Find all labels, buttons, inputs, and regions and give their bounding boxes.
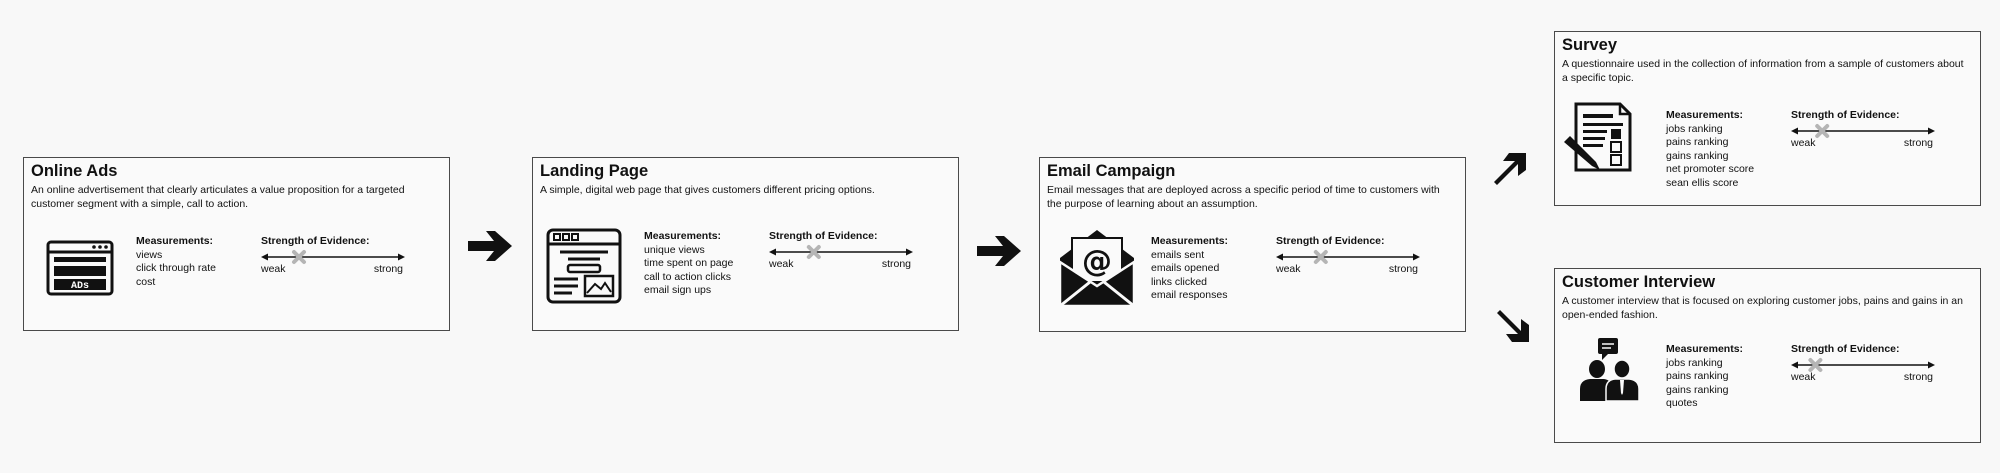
strength-scale bbox=[1791, 124, 1935, 138]
measurement-item: links clicked bbox=[1151, 275, 1208, 288]
card-online-ads: Online Ads An online advertisement that … bbox=[23, 157, 450, 331]
strength-of-evidence: Strength of Evidence: weak strong bbox=[1791, 343, 1951, 403]
email-envelope-icon: @ bbox=[1058, 224, 1136, 313]
right-arrow-icon bbox=[977, 233, 1023, 274]
strength-marker-icon bbox=[1815, 124, 1830, 138]
strength-of-evidence: Strength of Evidence: weak strong bbox=[1276, 235, 1436, 295]
measurements-label: Measurements: bbox=[1666, 109, 1744, 121]
measurements: Measurements: jobs ranking pains ranking… bbox=[1666, 109, 1754, 190]
measurement-item: jobs ranking bbox=[1666, 356, 1723, 369]
strength-of-evidence: Strength of Evidence: weak strong bbox=[769, 230, 929, 290]
measurements-label: Measurements: bbox=[644, 230, 722, 242]
survey-form-icon bbox=[1562, 102, 1634, 177]
web-page-icon bbox=[546, 228, 622, 309]
measurement-item: unique views bbox=[644, 243, 705, 256]
strength-label: Strength of Evidence: bbox=[1276, 235, 1385, 247]
strong-label: strong bbox=[1388, 263, 1418, 275]
measurement-item: time spent on page bbox=[644, 257, 734, 269]
strength-scale bbox=[1276, 250, 1420, 264]
measurement-item: cost bbox=[136, 275, 156, 288]
measurement-item: gains ranking bbox=[1666, 383, 1729, 396]
measurement-item: email responses bbox=[1151, 289, 1228, 301]
measurement-item: sean ellis score bbox=[1666, 176, 1739, 189]
measurements-label: Measurements: bbox=[1151, 235, 1229, 247]
strong-label: strong bbox=[881, 258, 911, 270]
strong-label: strong bbox=[1903, 371, 1933, 383]
measurement-item: jobs ranking bbox=[1666, 122, 1723, 135]
strength-marker-stroke bbox=[1808, 358, 1823, 372]
strong-label: strong bbox=[373, 263, 403, 275]
right-arrow-icon bbox=[468, 228, 514, 269]
svg-text:ADs: ADs bbox=[71, 281, 89, 292]
strength-marker-icon bbox=[292, 250, 306, 264]
up-right-arrow-icon bbox=[1492, 148, 1532, 193]
strength-scale bbox=[769, 245, 913, 259]
strength-of-evidence: Strength of Evidence: weak strong bbox=[261, 235, 421, 295]
measurement-item: views bbox=[136, 248, 163, 261]
card-description: A simple, digital web page that gives cu… bbox=[540, 184, 875, 196]
strength-scale bbox=[1791, 358, 1935, 372]
strength-marker-stroke bbox=[292, 250, 306, 264]
card-description: A customer interview that is focused on … bbox=[1562, 295, 1963, 321]
card-description: An online advertisement that clearly art… bbox=[31, 184, 405, 210]
measurement-item: emails sent bbox=[1151, 248, 1205, 261]
strength-marker-icon bbox=[1313, 250, 1328, 264]
strength-marker-stroke bbox=[1313, 250, 1328, 264]
strength-label: Strength of Evidence: bbox=[261, 235, 370, 247]
card-title: Email Campaign bbox=[1047, 162, 1176, 180]
strength-marker-icon bbox=[806, 245, 821, 259]
weak-label: weak bbox=[1276, 263, 1301, 275]
interview-people-icon bbox=[1578, 337, 1644, 408]
measurement-item: email sign ups bbox=[644, 284, 712, 296]
strength-of-evidence: Strength of Evidence: weak strong bbox=[1791, 109, 1951, 169]
strength-marker-icon bbox=[1808, 358, 1823, 372]
measurements: Measurements: unique views time spent on… bbox=[644, 230, 733, 298]
card-survey: Survey A questionnaire used in the colle… bbox=[1554, 31, 1981, 206]
weak-label: weak bbox=[261, 263, 286, 275]
svg-text:@: @ bbox=[1082, 244, 1112, 279]
weak-label: weak bbox=[769, 258, 794, 270]
card-customer-interview: Customer Interview A customer interview … bbox=[1554, 268, 1981, 443]
measurements: Measurements: jobs ranking pains ranking… bbox=[1666, 343, 1743, 411]
measurement-item: pains ranking bbox=[1666, 370, 1729, 382]
measurement-item: quotes bbox=[1666, 397, 1698, 409]
measurement-item: net promoter score bbox=[1666, 163, 1755, 175]
strength-marker-stroke bbox=[1815, 124, 1830, 138]
strength-scale bbox=[261, 250, 405, 264]
strength-label: Strength of Evidence: bbox=[769, 230, 878, 242]
strength-marker-stroke bbox=[806, 245, 821, 259]
strong-label: strong bbox=[1903, 137, 1933, 149]
weak-label: weak bbox=[1791, 371, 1816, 383]
measurements: Measurements: emails sent emails opened … bbox=[1151, 235, 1228, 303]
measurement-item: click through rate bbox=[136, 262, 216, 274]
measurements-label: Measurements: bbox=[1666, 343, 1744, 355]
strength-label: Strength of Evidence: bbox=[1791, 109, 1900, 121]
weak-label: weak bbox=[1791, 137, 1816, 149]
measurement-item: gains ranking bbox=[1666, 149, 1729, 162]
card-title: Online Ads bbox=[31, 162, 118, 180]
measurement-item: emails opened bbox=[1151, 262, 1220, 274]
card-email-campaign: Email Campaign Email messages that are d… bbox=[1039, 157, 1466, 332]
card-title: Landing Page bbox=[540, 162, 649, 180]
card-landing-page: Landing Page A simple, digital web page … bbox=[532, 157, 959, 331]
measurement-item: call to action clicks bbox=[644, 270, 731, 283]
card-title: Survey bbox=[1562, 36, 1618, 54]
card-description: A questionnaire used in the collection o… bbox=[1562, 58, 1964, 84]
down-right-arrow-icon bbox=[1495, 307, 1535, 352]
measurements: Measurements: views click through rate c… bbox=[136, 235, 216, 289]
measurement-item: pains ranking bbox=[1666, 136, 1729, 148]
card-title: Customer Interview bbox=[1562, 273, 1716, 291]
strength-label: Strength of Evidence: bbox=[1791, 343, 1900, 355]
measurements-label: Measurements: bbox=[136, 235, 214, 247]
ads-browser-icon: ADs bbox=[46, 240, 114, 301]
card-description: Email messages that are deployed across … bbox=[1047, 184, 1440, 210]
